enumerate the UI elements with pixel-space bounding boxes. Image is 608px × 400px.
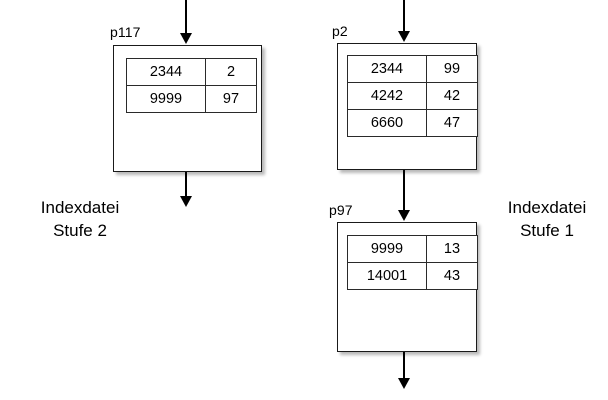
arrow-shaft (403, 170, 405, 212)
table-row[interactable]: 2344 99 (347, 55, 478, 83)
entry-table-p2: 2344 99 4242 42 6660 47 (347, 55, 478, 137)
arrow-head-icon (180, 33, 192, 44)
entry-key: 14001 (347, 262, 427, 290)
caption-line-2: Stufe 1 (520, 221, 574, 240)
table-row[interactable]: 2344 2 (126, 58, 257, 86)
entry-pointer: 47 (426, 109, 478, 137)
entry-pointer: 13 (426, 235, 478, 263)
entry-key: 9999 (347, 235, 427, 263)
page-label-p2: p2 (332, 23, 348, 39)
entry-pointer: 42 (426, 82, 478, 110)
entry-key: 2344 (126, 58, 206, 86)
entry-pointer: 99 (426, 55, 478, 83)
arrow-shaft (185, 172, 187, 198)
entry-key: 9999 (126, 85, 206, 113)
table-row[interactable]: 9999 13 (347, 235, 478, 263)
page-label-p97: p97 (329, 202, 353, 218)
arrow-shaft (185, 0, 187, 35)
entry-key: 6660 (347, 109, 427, 137)
table-row[interactable]: 9999 97 (126, 85, 257, 113)
page-label-p117: p117 (110, 24, 141, 40)
arrow-head-icon (398, 31, 410, 42)
entry-key: 4242 (347, 82, 427, 110)
caption-line-1: Indexdatei (40, 198, 120, 217)
table-row[interactable]: 14001 43 (347, 262, 478, 290)
arrow-shaft (403, 0, 405, 33)
entry-table-p97: 9999 13 14001 43 (347, 235, 478, 290)
table-row[interactable]: 6660 47 (347, 109, 478, 137)
caption-indexdatei-stufe-2: Indexdatei Stufe 2 (10, 196, 150, 242)
entry-table-p117: 2344 2 9999 97 (126, 58, 257, 113)
entry-pointer: 43 (426, 262, 478, 290)
caption-line-1: Indexdatei (507, 198, 587, 217)
caption-line-2: Stufe 2 (53, 221, 107, 240)
arrow-head-icon (398, 210, 410, 221)
arrow-head-icon (398, 378, 410, 389)
entry-pointer: 97 (205, 85, 257, 113)
arrow-shaft (403, 352, 405, 380)
caption-indexdatei-stufe-1: Indexdatei Stufe 1 (488, 196, 606, 242)
entry-pointer: 2 (205, 58, 257, 86)
table-row[interactable]: 4242 42 (347, 82, 478, 110)
arrow-head-icon (180, 196, 192, 207)
entry-key: 2344 (347, 55, 427, 83)
